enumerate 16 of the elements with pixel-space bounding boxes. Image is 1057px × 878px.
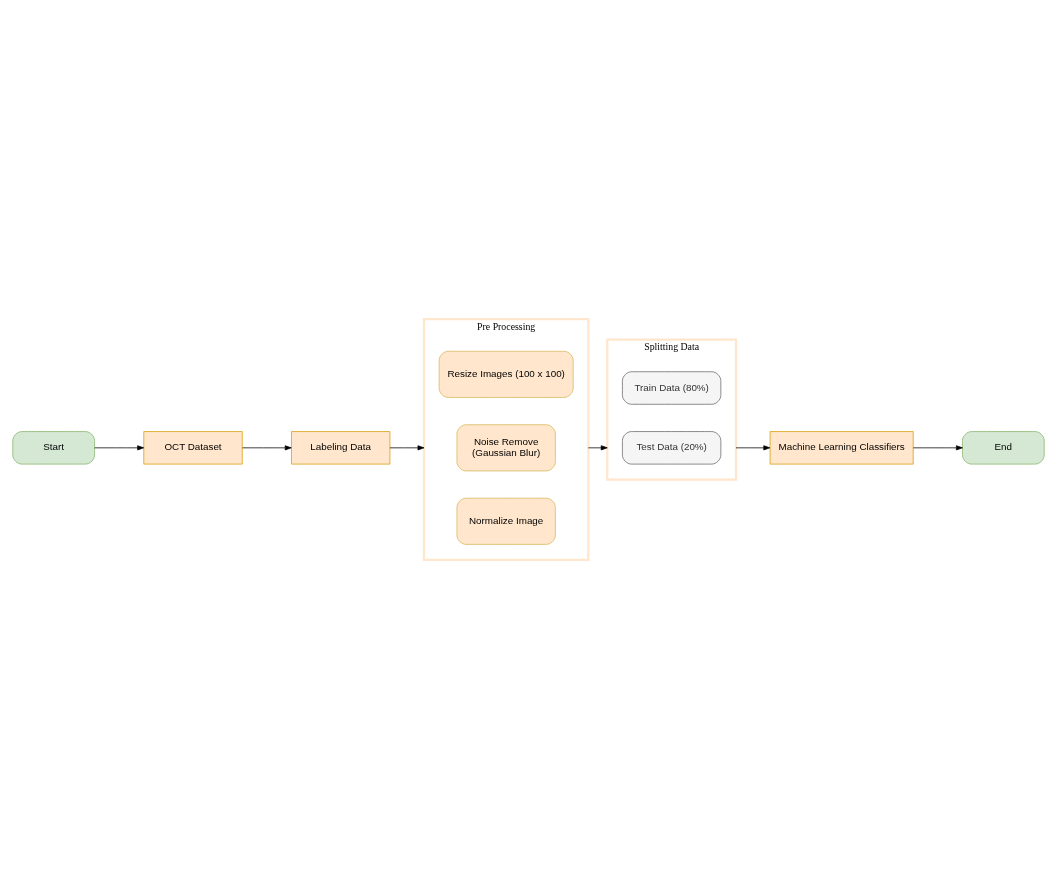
node-box: End [962, 430, 1045, 464]
arrow [913, 444, 963, 450]
arrow [735, 444, 771, 450]
node-box: Resize Images (100 x 100) [438, 350, 574, 398]
node-box: Labeling Data [291, 430, 391, 464]
node-box: Train Data (80%) [622, 370, 722, 405]
node-box: OCT Dataset [143, 430, 243, 464]
node-box: Start [12, 430, 95, 464]
arrow [94, 444, 145, 450]
node-box: Machine Learning Classifiers [769, 430, 914, 464]
arrow [389, 444, 425, 450]
node-box: Noise Remove (Gaussian Blur) [456, 423, 556, 471]
arrow [587, 444, 608, 450]
node-box: Test Data (20%) [622, 430, 722, 464]
node-box: Normalize Image [456, 497, 556, 545]
arrow [242, 444, 292, 450]
